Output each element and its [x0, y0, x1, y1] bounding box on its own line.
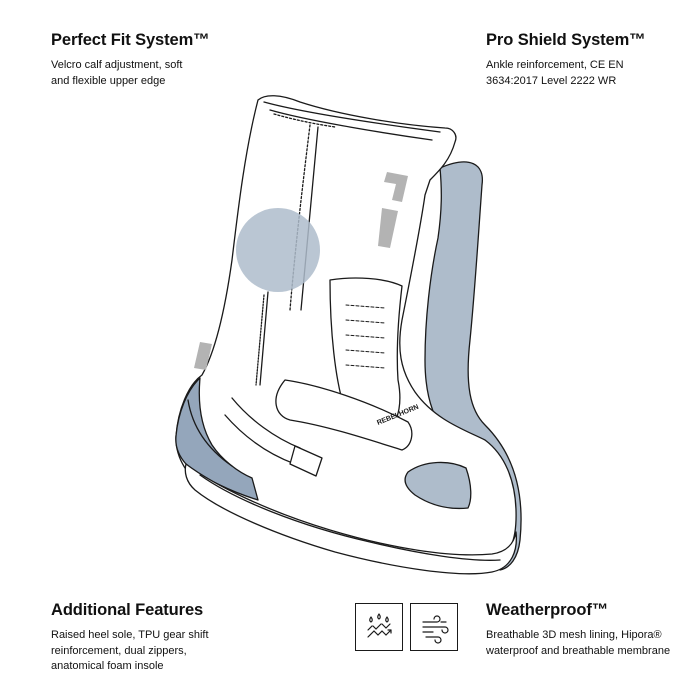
feature-weatherproof: Weatherproof™ Breathable 3D mesh lining,…	[486, 601, 670, 659]
feature-description-line: anatomical foam insole	[51, 660, 164, 672]
feature-description-line: waterproof and breathable membrane	[486, 644, 671, 657]
feature-title: Additional Features	[51, 601, 204, 619]
toe-cap	[404, 461, 472, 510]
feature-additional: Additional Features Raised heel sole, TP…	[51, 601, 209, 675]
shin-vents	[345, 304, 386, 369]
feature-description: Ankle reinforcement, CE EN 3634:2017 Lev…	[486, 58, 646, 89]
feature-pro-shield: Pro Shield System™ Ankle reinforcement, …	[486, 31, 646, 89]
boot-illustration: REBELHORN	[175, 95, 522, 575]
feature-description: Breathable 3D mesh lining, Hipora® water…	[486, 628, 670, 659]
feature-description-line: Raised heel sole, TPU gear shift	[51, 629, 209, 641]
feature-title: Weatherproof™	[486, 601, 609, 619]
feature-description: Raised heel sole, TPU gear shift reinfor…	[51, 628, 209, 675]
boot-sole	[184, 463, 518, 575]
feature-description: Velcro calf adjustment, soft and flexibl…	[51, 58, 210, 89]
shin-panel	[329, 277, 403, 434]
boot-drawing: REBELHORN	[175, 95, 522, 575]
calf-adjust-area	[236, 208, 320, 292]
feature-title: Perfect Fit System™	[51, 31, 210, 49]
logo-mark-icon	[194, 172, 408, 370]
feature-description-line: and flexible upper edge	[51, 74, 166, 87]
airflow-icon	[410, 603, 458, 651]
zipper	[259, 291, 269, 386]
water-drops-icon	[355, 603, 403, 651]
feature-description-line: Velcro calf adjustment, soft	[51, 59, 183, 71]
feature-description-line: Breathable 3D mesh lining, Hipora®	[486, 629, 662, 641]
feature-description-line: 3634:2017 Level 2222 WR	[486, 74, 617, 87]
feature-title: Pro Shield System™	[486, 31, 646, 49]
feature-description-line: reinforcement, dual zippers,	[51, 644, 187, 657]
instep-strap	[275, 379, 413, 451]
feature-description-line: Ankle reinforcement, CE EN	[486, 59, 624, 71]
feature-perfect-fit: Perfect Fit System™ Velcro calf adjustme…	[51, 31, 210, 89]
